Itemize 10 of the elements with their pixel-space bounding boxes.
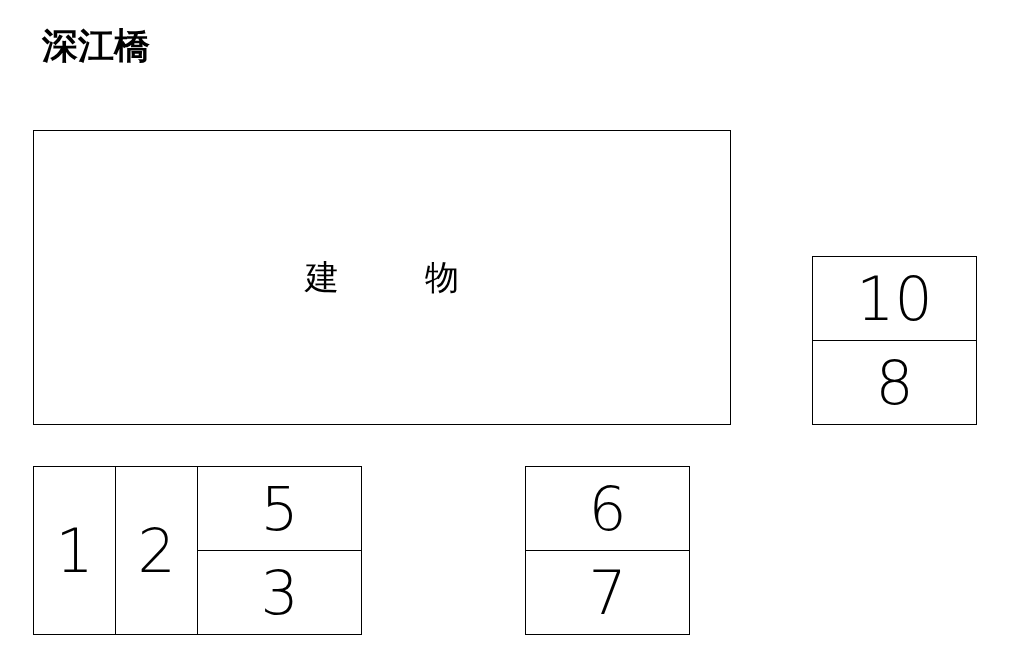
parking-space: 5 <box>197 466 362 551</box>
parking-space: 3 <box>197 550 362 635</box>
title: 深江橋 <box>42 24 150 68</box>
parking-space: 10 <box>812 256 977 341</box>
parking-space: 2 <box>115 466 198 635</box>
parking-space: 1 <box>33 466 116 635</box>
parking-space: 8 <box>812 340 977 425</box>
parking-space: 6 <box>525 466 690 551</box>
parking-space: 7 <box>525 550 690 635</box>
building-area: 建物 <box>33 130 731 425</box>
